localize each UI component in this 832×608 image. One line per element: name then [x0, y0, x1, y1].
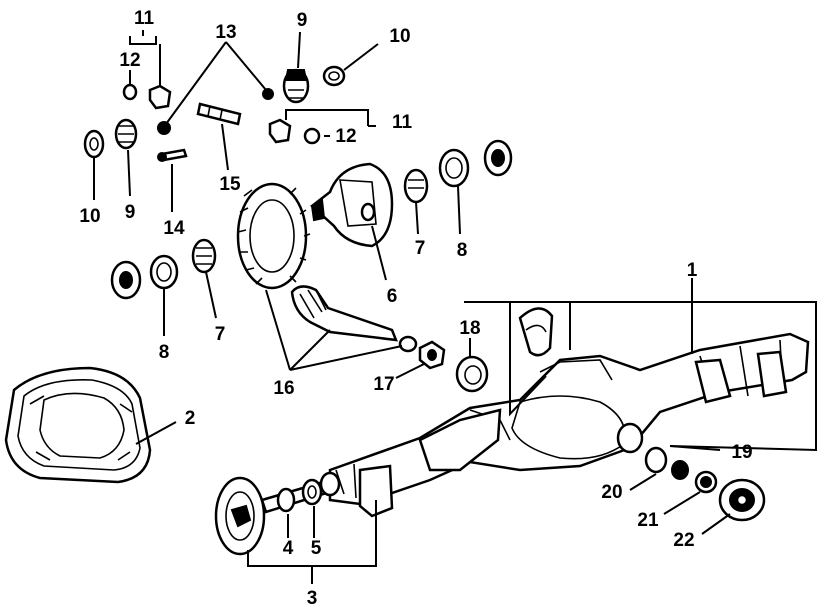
side-bearing-cup-right — [438, 148, 470, 188]
axle-bearing — [276, 487, 296, 513]
callout-20: 20 — [601, 482, 622, 503]
callout-8-right: 8 — [457, 240, 468, 261]
axle-shaft-flange — [214, 476, 266, 556]
pinion-washer-small-right — [303, 127, 321, 145]
callout-5: 5 — [311, 538, 322, 559]
pinion-washer — [398, 335, 418, 353]
side-bearing-left — [191, 238, 217, 274]
bolt — [157, 148, 188, 162]
callout-18: 18 — [459, 318, 480, 339]
callout-8-left: 8 — [159, 342, 170, 363]
callout-11-right: 11 — [392, 112, 413, 133]
callout-9-left: 9 — [125, 202, 136, 223]
side-gear-left — [114, 118, 138, 150]
callout-17: 17 — [373, 374, 394, 395]
axle-bearing-right — [644, 446, 668, 474]
callout-19: 19 — [731, 442, 752, 463]
callout-1: 1 — [687, 260, 698, 281]
differential-cover — [4, 366, 152, 484]
side-bearing-race-left — [110, 260, 142, 300]
differential-pinion-right — [268, 118, 292, 144]
callout-4: 4 — [283, 538, 294, 559]
callout-7-left: 7 — [215, 324, 226, 345]
callout-12-top-left: 12 — [119, 50, 140, 71]
side-bearing-race-right — [483, 139, 513, 177]
callout-15: 15 — [219, 174, 241, 195]
lock-pin-right — [262, 88, 274, 100]
leader-lines — [93, 30, 817, 584]
callout-7-right: 7 — [415, 238, 426, 259]
callout-3: 3 — [307, 588, 318, 608]
ring-gear — [236, 182, 311, 290]
thrust-washer-left — [83, 129, 105, 159]
callout-13: 13 — [215, 22, 236, 43]
callout-21: 21 — [637, 510, 659, 531]
callout-12-right: 12 — [335, 126, 356, 147]
axle-housing — [328, 332, 810, 518]
callout-10-left: 10 — [79, 206, 100, 227]
bearing-cap — [518, 307, 554, 357]
callout-22: 22 — [673, 530, 694, 551]
side-gear-top — [282, 68, 310, 104]
callout-10-top: 10 — [389, 26, 410, 47]
axle-seal-right — [694, 470, 718, 494]
callout-11-top-left: 11 — [134, 8, 155, 29]
differential-case — [310, 162, 394, 248]
callout-9-top: 9 — [297, 10, 308, 31]
axle-seal — [301, 471, 341, 506]
thrust-washer-top — [322, 65, 346, 87]
callout-14: 14 — [163, 218, 185, 239]
wheel-flange-right — [718, 478, 766, 522]
bearing-retainer-right — [671, 460, 689, 480]
callout-16: 16 — [273, 378, 294, 399]
side-bearing-cup-left — [149, 254, 179, 290]
pinion-shaft — [196, 102, 242, 126]
drive-pinion — [290, 285, 398, 342]
pinion-seal — [455, 355, 489, 393]
differential-pinion-left — [148, 84, 172, 110]
side-bearing-right — [403, 168, 429, 204]
pinion-washer-small-left — [122, 83, 138, 101]
pinion-nut — [418, 340, 446, 370]
callout-2: 2 — [185, 408, 196, 429]
callout-6: 6 — [387, 286, 398, 307]
lock-pin-left — [157, 121, 171, 135]
